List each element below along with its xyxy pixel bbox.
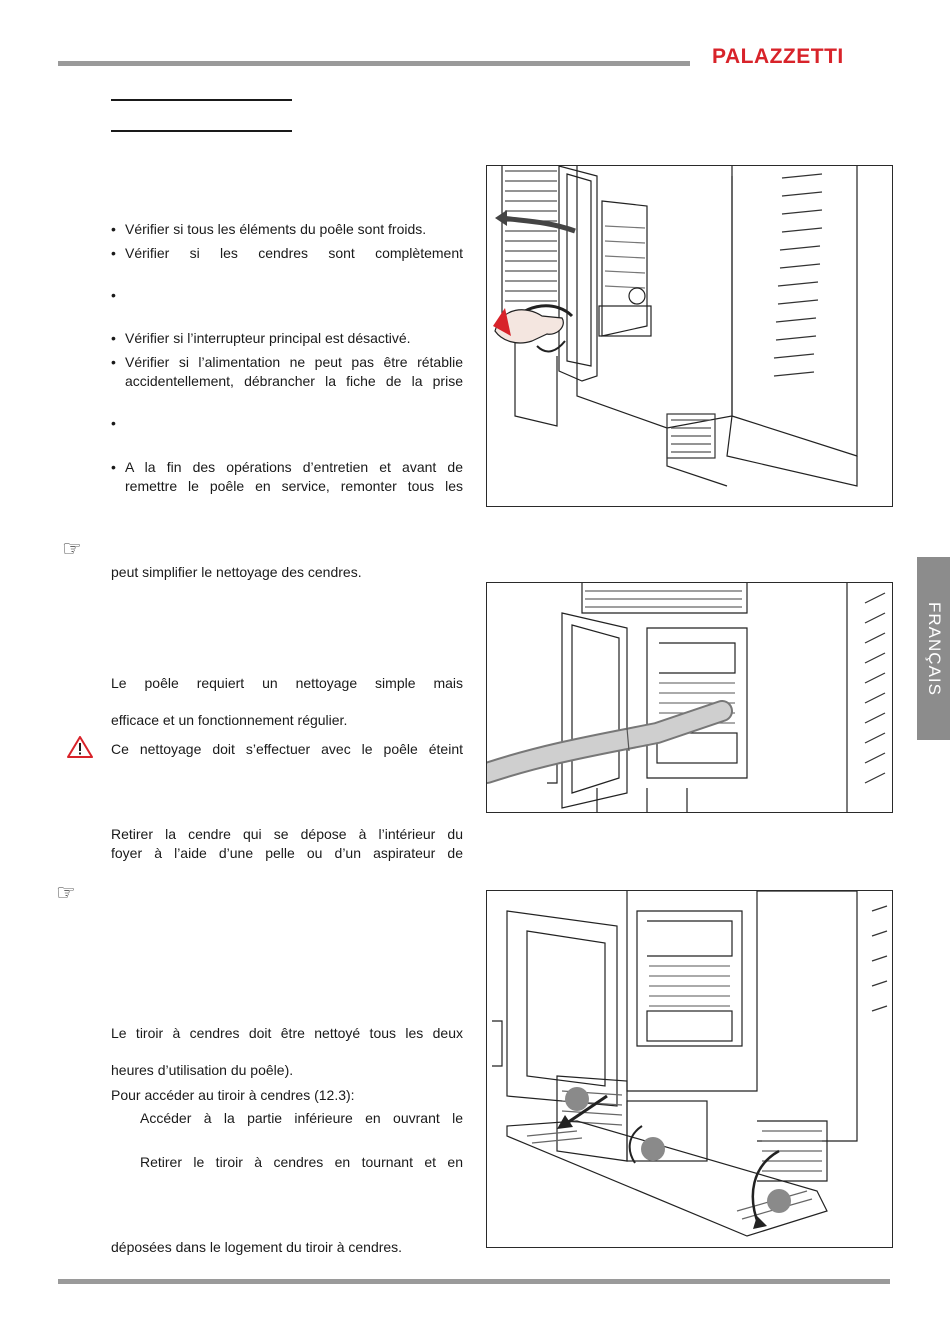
bullet-item: •Vérifier si l’interrupteur principal es… bbox=[111, 329, 463, 348]
drawer-step-1: Accéder à la partie inférieure en ouvran… bbox=[140, 1110, 463, 1126]
brand-logo: PALAZZETTI bbox=[712, 45, 844, 68]
hearth-line-1: Retirer la cendre qui se dépose à l’inté… bbox=[111, 826, 463, 842]
bullet-text: A la fin des opérations d’entretien et a… bbox=[125, 459, 463, 475]
header-rule bbox=[58, 61, 690, 66]
drawer-line-3: Pour accéder au tiroir à cendres (12.3): bbox=[111, 1087, 355, 1103]
footer-rule bbox=[58, 1279, 890, 1284]
bullet-text: Vérifier si l’alimentation ne peut pas ê… bbox=[125, 354, 463, 370]
drawer-line-1: Le tiroir à cendres doit être nettoyé to… bbox=[111, 1025, 463, 1041]
hearth-line-2: foyer à l’aide d’une pelle ou d’un aspir… bbox=[111, 845, 463, 861]
language-tab: FRANÇAIS bbox=[917, 557, 950, 740]
note-text: peut simplifier le nettoyage des cendres… bbox=[111, 564, 362, 580]
cleaning-line-1: Le poêle requiert un nettoyage simple ma… bbox=[111, 675, 463, 691]
language-tab-label: FRANÇAIS bbox=[924, 601, 944, 696]
bullet-text: Vérifier si tous les éléments du poêle s… bbox=[125, 221, 427, 237]
drawer-line-4: déposées dans le logement du tiroir à ce… bbox=[111, 1239, 403, 1255]
drawer-step-2: Retirer le tiroir à cendres en tournant … bbox=[140, 1154, 463, 1170]
bullet-text: Vérifier si l’interrupteur principal est… bbox=[125, 330, 411, 346]
heading-underline-2 bbox=[111, 130, 292, 132]
vacuum-illustration bbox=[487, 583, 886, 812]
ash-drawer-illustration bbox=[492, 891, 888, 1237]
figure-stove-door-open bbox=[486, 165, 893, 507]
figure-ash-drawer bbox=[486, 890, 893, 1248]
warning-text: Ce nettoyage doit s’effectuer avec le po… bbox=[111, 741, 463, 757]
drawer-line-2: heures d’utilisation du poêle). bbox=[111, 1062, 294, 1078]
figure-vacuum-hearth bbox=[486, 582, 893, 813]
cleaning-line-2: efficace et un fonctionnement régulier. bbox=[111, 712, 348, 728]
pointing-hand-icon: ☞ bbox=[56, 880, 76, 905]
bullet-text: accidentellement, débrancher la fiche de… bbox=[125, 373, 463, 389]
bullet-item: • A la fin des opérations d’entretien et… bbox=[111, 459, 463, 494]
stove-door-illustration bbox=[493, 166, 858, 487]
bullet-text: Vérifier si les cendres sont complètemen… bbox=[125, 245, 463, 261]
bullet-text: remettre le poêle en service, remonter t… bbox=[125, 478, 463, 494]
bullet-item: •Vérifier si tous les éléments du poêle … bbox=[111, 220, 463, 239]
pointing-hand-icon: ☞ bbox=[62, 536, 82, 561]
bullet-item: • Vérifier si l’alimentation ne peut pas… bbox=[111, 354, 463, 389]
warning-triangle-icon bbox=[67, 736, 93, 763]
heading-underline-1 bbox=[111, 99, 292, 101]
bullet-item: •Vérifier si les cendres sont complèteme… bbox=[111, 245, 463, 261]
